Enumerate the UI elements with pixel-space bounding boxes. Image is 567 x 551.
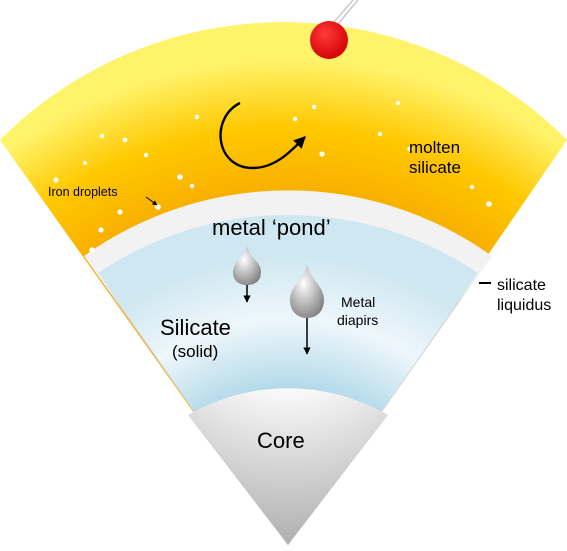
metal-diapir-drop [233,246,261,285]
metal-diapir-drop [290,265,324,318]
silicate-liquidus-label-2: liquidus [497,297,551,314]
convection-arrow [219,101,306,170]
core-region [188,388,388,545]
metal-diapirs-label-2: diapirs [337,312,378,328]
solid-silicate-mantle [98,214,478,546]
metal-diapirs-label-1: Metal [341,294,375,310]
iron-droplets [53,100,492,253]
silicate-solid-label-1: Silicate [160,315,231,340]
iron-droplets-pointer [145,196,158,206]
molten-label-1: molten [409,138,460,157]
molten-label-2: silicate [409,158,461,177]
silicate-liquidus-label-1: silicate [497,277,546,294]
impactor-trail [337,0,359,25]
silicate-solid-label-2: (solid) [172,342,218,361]
impactor-trail [333,0,354,23]
iron-droplets-label: Iron droplets [48,185,117,199]
impactor-sphere [310,21,348,59]
core-label: Core [257,428,305,453]
metal-pond-label: metal ‘pond’ [212,215,331,240]
